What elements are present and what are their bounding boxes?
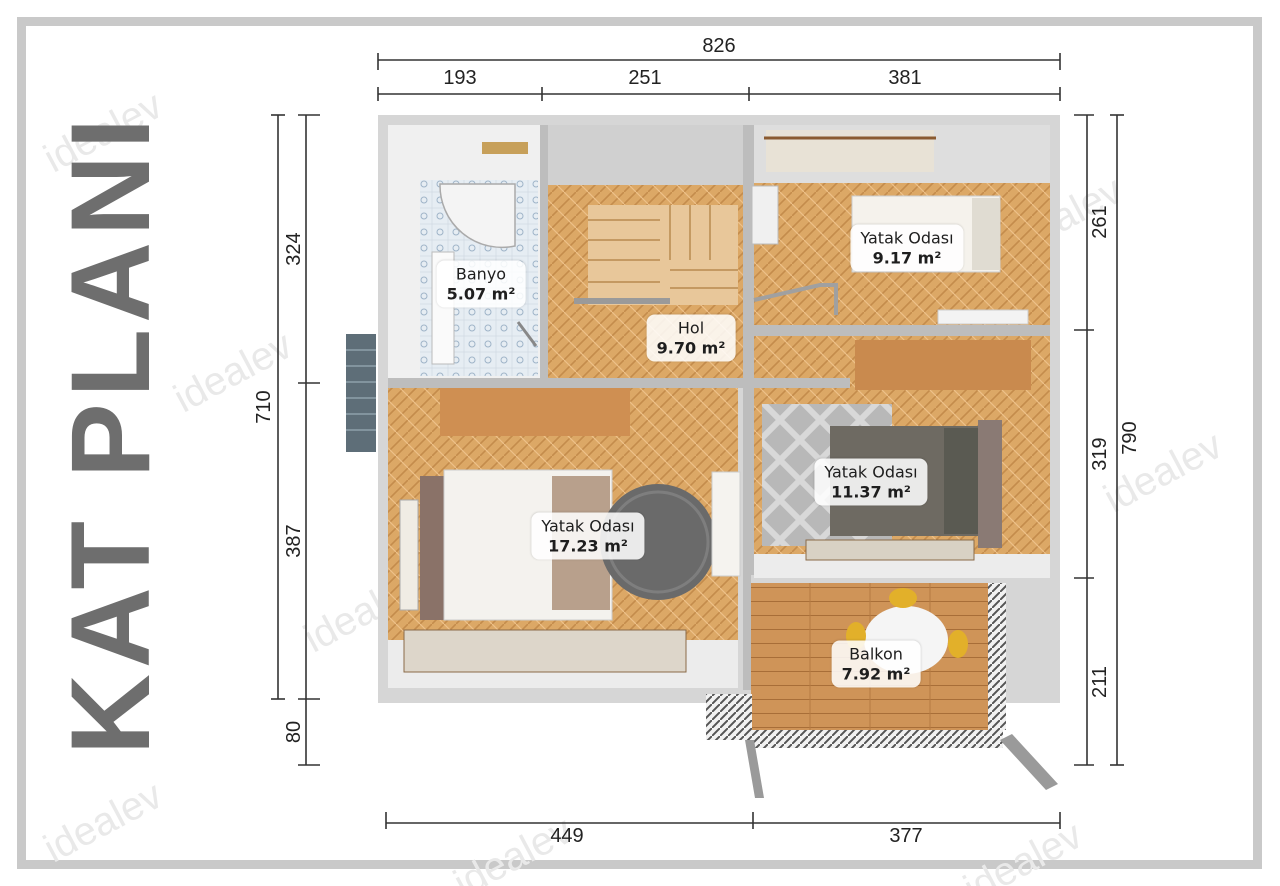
dim-left-total: 710	[253, 390, 275, 424]
dim-right-segment: 211	[1089, 666, 1111, 698]
medium-headboard	[978, 420, 1002, 548]
dimension-lines	[271, 53, 1124, 829]
dim-bottom-segment: 377	[889, 825, 923, 847]
page-title: KAT PLANI	[48, 112, 173, 755]
room-name: Yatak Odası	[860, 228, 954, 248]
dim-right-segment: 261	[1089, 205, 1111, 239]
room-area: 5.07 m²	[446, 284, 516, 303]
dim-left-segment: 80	[283, 720, 305, 744]
balcony-post-left	[745, 740, 764, 798]
room-area: 9.17 m²	[872, 248, 942, 267]
wardrobe-large	[440, 388, 630, 436]
dim-top-segment: 193	[443, 67, 477, 89]
interior-walls	[388, 125, 1050, 690]
dim-right-total: 790	[1119, 421, 1141, 455]
bedroom-large-rack	[403, 629, 687, 673]
dim-left-segment: 387	[283, 524, 305, 558]
wall-art	[399, 499, 419, 611]
desk	[937, 309, 1029, 325]
room-area: 9.70 m²	[656, 338, 726, 357]
balcony-railing-bottom	[751, 730, 1003, 748]
room-name: Banyo	[455, 264, 507, 284]
bathroom-light	[482, 142, 528, 154]
room-area: 11.37 m²	[831, 482, 911, 501]
shower-cabin	[439, 183, 516, 249]
room-label-banyo: Banyo 5.07 m²	[436, 260, 526, 308]
wardrobe-medium	[855, 340, 1031, 390]
hall-upper-wall	[548, 125, 743, 185]
balcony-post-right	[1000, 734, 1058, 790]
large-headboard	[420, 476, 446, 620]
room-label-bedroom-large: Yatak Odası 17.23 m²	[531, 512, 645, 560]
balcony-step	[706, 694, 752, 740]
dim-right-segment: 319	[1089, 437, 1111, 471]
dim-bottom-segment: 449	[550, 825, 584, 847]
bedroom-small-door	[753, 283, 838, 315]
clothes-rack	[766, 130, 934, 172]
room-label-balkon: Balkon 7.92 m²	[831, 640, 921, 688]
wardrobe-small	[751, 185, 779, 245]
dim-left-segment: 324	[283, 232, 305, 266]
staircase	[574, 205, 738, 305]
room-name: Hol	[677, 318, 705, 338]
room-name: Yatak Odası	[824, 462, 918, 482]
room-label-bedroom-small: Yatak Odası 9.17 m²	[850, 224, 964, 272]
dim-top-segment: 381	[888, 67, 922, 89]
bedroom-medium-rack	[805, 539, 975, 561]
room-label-hol: Hol 9.70 m²	[646, 314, 736, 362]
bathroom-door	[516, 321, 538, 347]
dim-top-total: 826	[702, 35, 736, 57]
room-area: 7.92 m²	[841, 664, 911, 683]
room-name: Balkon	[849, 644, 903, 664]
balcony-railing-right	[988, 583, 1006, 730]
window-left	[346, 334, 376, 452]
dim-top-segment: 251	[628, 67, 662, 89]
room-label-bedroom-medium: Yatak Odası 11.37 m²	[814, 458, 928, 506]
room-name: Yatak Odası	[541, 516, 635, 536]
bench	[711, 471, 741, 577]
room-area: 17.23 m²	[548, 536, 628, 555]
